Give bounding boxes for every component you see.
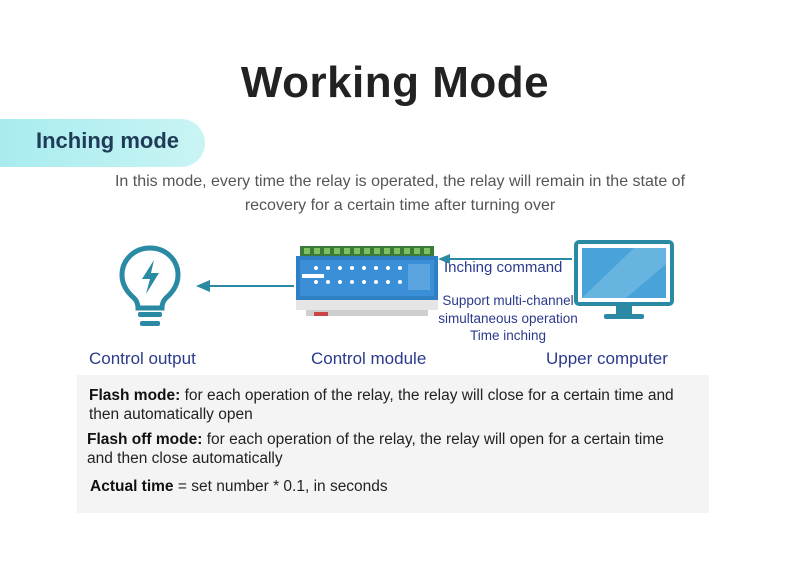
flash-mode-text: Flash mode: for each operation of the re… <box>89 387 674 423</box>
info-panel: Flash mode: for each operation of the re… <box>77 375 709 513</box>
mode-tab-label: Inching mode <box>36 128 179 153</box>
support-line-3: Time inching <box>469 328 547 343</box>
control-module-label: Control module <box>311 349 427 368</box>
monitor-icon <box>574 240 674 322</box>
arrow-left-icon <box>438 252 574 264</box>
control-output-label: Control output <box>89 349 196 368</box>
flash-mode-label: Flash mode: <box>89 387 181 404</box>
mode-description: In this mode, every time the relay is op… <box>114 173 686 214</box>
page-title: Working Mode <box>240 58 550 107</box>
support-line-2: simultaneous operation <box>438 311 578 326</box>
inching-command-label: Inching command <box>444 259 563 276</box>
support-line-1: Support multi-channel <box>442 293 574 308</box>
lightbulb-icon <box>116 244 184 330</box>
mode-tab: Inching mode <box>0 119 205 167</box>
actual-time-label: Actual time <box>90 478 174 495</box>
upper-computer-label: Upper computer <box>546 349 668 368</box>
actual-time-text: Actual time = set number * 0.1, in secon… <box>90 478 388 495</box>
arrow-left-icon <box>196 278 296 294</box>
flash-off-mode-label: Flash off mode: <box>87 431 203 448</box>
flash-off-mode-text: Flash off mode: for each operation of th… <box>87 431 664 467</box>
relay-module <box>296 246 438 318</box>
